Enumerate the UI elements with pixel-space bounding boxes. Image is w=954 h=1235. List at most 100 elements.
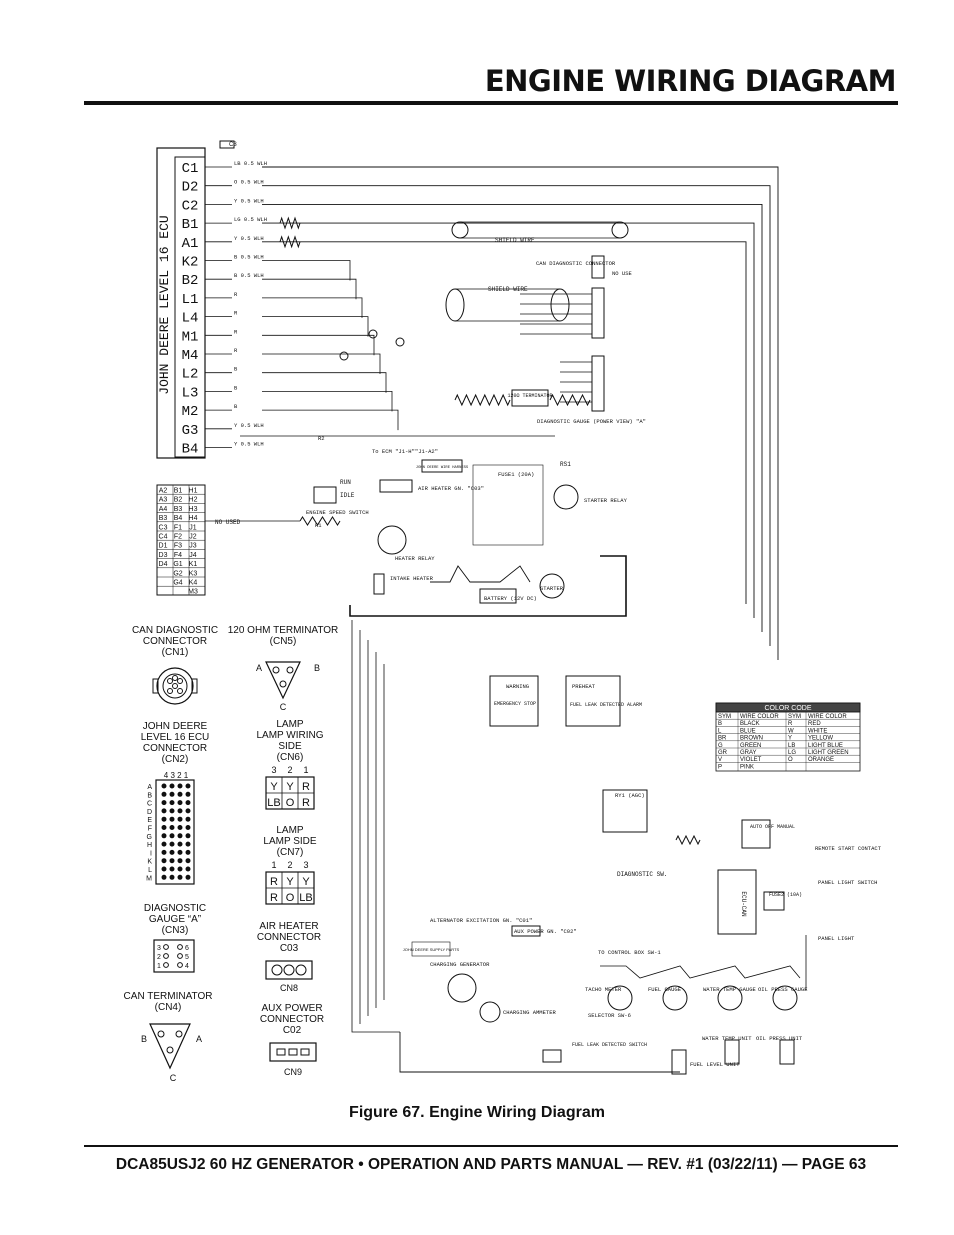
cn2-pin bbox=[177, 791, 183, 797]
diag-gauge-block bbox=[591, 355, 605, 412]
wire bbox=[262, 353, 381, 374]
cn2-pin bbox=[177, 849, 183, 855]
unused-pin-label: C3 bbox=[159, 524, 168, 531]
color-code-cell: LB bbox=[788, 743, 795, 749]
wire bbox=[262, 316, 369, 337]
c02-pin bbox=[300, 1048, 310, 1056]
cn7-label: LAMP SIDE bbox=[263, 836, 316, 847]
c03-connector bbox=[265, 960, 313, 980]
unused-pin-label: B3 bbox=[174, 506, 183, 513]
cn2-pin bbox=[169, 841, 175, 847]
unused-pin-label: B1 bbox=[174, 488, 183, 495]
c03-pin bbox=[283, 964, 295, 976]
cn2-label: LEVEL 16 ECU bbox=[141, 732, 210, 743]
cn2-pin bbox=[185, 808, 191, 814]
color-code-cell: B bbox=[718, 721, 722, 727]
ry1-label: RY1 (AGC) bbox=[615, 792, 645, 799]
c03-label: C03 bbox=[280, 943, 299, 954]
c03-pin bbox=[295, 964, 307, 976]
unused-pin-label: H2 bbox=[189, 497, 198, 504]
can-diag-label: CAN DIAGNOSTIC CONNECTOR bbox=[536, 260, 616, 267]
oil-press-unit bbox=[779, 1039, 795, 1065]
color-code-cell: Y bbox=[788, 736, 792, 742]
cn7-pin: Y bbox=[302, 876, 310, 888]
cn2-pin bbox=[169, 866, 175, 872]
jd-supply-box bbox=[411, 941, 451, 957]
cn2-pin bbox=[169, 816, 175, 822]
panel-light-label: PANEL LIGHT bbox=[818, 935, 855, 942]
wire bbox=[262, 334, 375, 356]
c02-pin bbox=[276, 1048, 286, 1056]
starter-motor bbox=[539, 573, 565, 599]
unused-pin-label: F4 bbox=[174, 552, 182, 559]
alternator-label: ALTERNATOR EXCITATION GN. "C01" bbox=[430, 917, 532, 924]
unused-pin-label: A4 bbox=[159, 506, 168, 513]
ecu-wire-label: Y 0.5 WLH bbox=[234, 197, 264, 204]
cn2-pin bbox=[161, 825, 167, 830]
terminator-label: 120Ω TERMINATOR bbox=[507, 393, 552, 399]
cn2-row-label: B bbox=[147, 792, 152, 799]
diagnostic-sw-label: DIAGNOSTIC SW. bbox=[617, 871, 667, 878]
cn2-pin bbox=[161, 874, 167, 880]
cn7-pin: O bbox=[286, 892, 295, 904]
unused-pin-label: K3 bbox=[189, 570, 198, 577]
wire bbox=[262, 222, 755, 618]
cn3-pin-label: 5 bbox=[185, 954, 189, 961]
ecu-pin-label: G3 bbox=[182, 423, 199, 439]
color-code-cell: LG bbox=[788, 750, 796, 756]
warning-lamp-box bbox=[489, 675, 539, 727]
unused-pin-label: H4 bbox=[189, 515, 198, 522]
shield-end bbox=[611, 221, 629, 239]
cn4-pin bbox=[166, 1046, 174, 1054]
ecu-pin-label: M4 bbox=[182, 348, 199, 364]
wire bbox=[262, 372, 387, 393]
to-control-box-label: TO CONTROL BOX SW-1 bbox=[598, 949, 661, 956]
wire bbox=[399, 1032, 680, 1073]
cn3-pin bbox=[163, 962, 169, 968]
cn1-inner bbox=[162, 673, 188, 699]
cn6-pin: R bbox=[302, 797, 310, 809]
cn4-pin-label: A bbox=[196, 1034, 202, 1044]
starter-label: STARTER bbox=[540, 585, 564, 592]
unused-pin-label: M3 bbox=[188, 589, 198, 596]
color-code-cell: LIGHT BLUE bbox=[808, 743, 843, 749]
ecu-wire-label: R bbox=[234, 310, 238, 317]
cn2-pin bbox=[185, 783, 191, 789]
page-title: ENGINE WIRING DIAGRAM bbox=[484, 64, 897, 98]
fuse-20a-label: FUSE1 (20A) bbox=[498, 471, 534, 478]
color-code-cell: BLUE bbox=[740, 728, 756, 734]
cn7-label: (CN7) bbox=[277, 847, 304, 858]
cn4-pin-label: B bbox=[141, 1034, 147, 1044]
cn2-label: (CN2) bbox=[162, 754, 189, 765]
ecu-wire-label: Y 0.5 WLH bbox=[234, 422, 264, 429]
wire bbox=[262, 278, 357, 300]
color-code-cell: W bbox=[788, 728, 794, 734]
c02-label: CONNECTOR bbox=[260, 1014, 324, 1025]
cn2-pin bbox=[185, 874, 191, 880]
water-temp-unit bbox=[724, 1039, 740, 1065]
oil-press-gauge bbox=[772, 985, 798, 1011]
cn1-pin bbox=[167, 678, 173, 684]
cn6-pin: R bbox=[302, 781, 310, 793]
wire bbox=[262, 409, 399, 431]
cn2-row-label: G bbox=[147, 834, 152, 841]
cn7-label: LAMP bbox=[276, 825, 304, 836]
selector-label: SELECTOR SW-6 bbox=[588, 1012, 631, 1019]
unused-label: NO USED bbox=[215, 519, 241, 526]
air-heater-label: AIR HEATER GN. "C03" bbox=[418, 485, 484, 492]
cn4-connector bbox=[149, 1023, 191, 1070]
ecu-pin-frame bbox=[174, 156, 206, 458]
ry1-relay bbox=[602, 789, 648, 833]
color-code-cell: GR bbox=[718, 750, 728, 756]
ecu-pin-label: B1 bbox=[182, 217, 199, 233]
fuel-leak-sw-label: FUEL LEAK DETECTED SWITCH bbox=[572, 1042, 647, 1048]
wire bbox=[262, 297, 363, 318]
emergency-stop-label: EMERGENCY STOP bbox=[494, 701, 536, 707]
unused-pin-label: D4 bbox=[159, 561, 168, 568]
ecu-can-block bbox=[717, 869, 757, 935]
unused-pin-label: F1 bbox=[174, 524, 182, 531]
cn2-label: JOHN DEERE bbox=[143, 721, 208, 732]
fuse-10a bbox=[763, 891, 785, 911]
wire bbox=[262, 260, 351, 281]
cn3-pin bbox=[177, 962, 183, 968]
